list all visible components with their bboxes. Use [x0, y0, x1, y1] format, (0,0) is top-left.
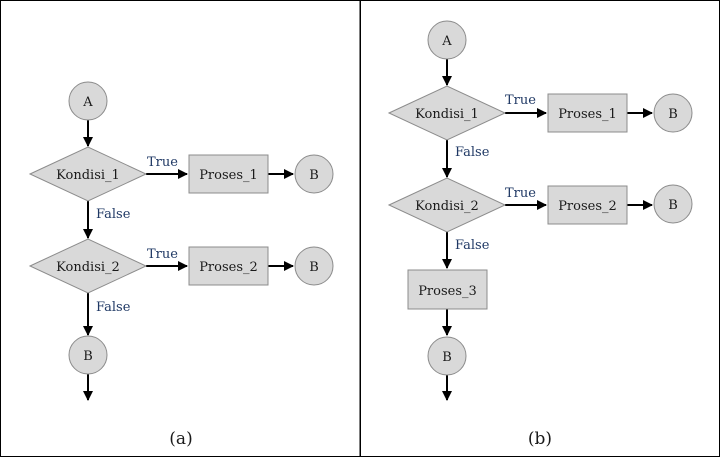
node-a-end2-label: B	[309, 260, 319, 275]
node-b-end1-label: B	[668, 107, 678, 122]
node-b-proc1-label: Proses_1	[558, 107, 617, 122]
node-a-start	[68, 81, 108, 121]
node-b-end2	[653, 184, 693, 224]
node-a-end2	[294, 246, 334, 286]
node-a-end1-label: B	[309, 168, 319, 183]
node-b-end1	[653, 93, 693, 133]
edge-label-a-false2: False	[96, 300, 131, 315]
panel-b: A Kondisi_1 Proses_1 B Kondisi_2 Proses_…	[387, 20, 693, 449]
node-b-start-label: A	[441, 34, 452, 49]
node-a-start-label: A	[82, 95, 93, 110]
node-a-proc2-label: Proses_2	[199, 260, 258, 275]
node-a-cond1	[28, 146, 148, 202]
edge-label-b-false1: False	[455, 145, 490, 160]
node-b-cond2	[387, 177, 507, 233]
node-b-proc3-label: Proses_3	[418, 284, 477, 299]
node-a-end3-label: B	[83, 349, 93, 364]
node-b-end2-label: B	[668, 198, 678, 213]
node-a-end3	[68, 335, 108, 375]
edge-label-b-false2: False	[455, 238, 490, 253]
caption-a: (a)	[169, 429, 192, 449]
node-b-start	[427, 20, 467, 60]
node-b-cond2-label: Kondisi_2	[415, 199, 479, 214]
panel-b-frame	[360, 0, 720, 457]
edge-label-b-true1: True	[505, 93, 536, 108]
node-b-proc1	[547, 93, 628, 133]
node-a-proc1-label: Proses_1	[199, 168, 258, 183]
node-b-end3	[427, 336, 467, 376]
panel-a: A Kondisi_1 Proses_1 B Kondisi_2 Proses_…	[28, 81, 334, 449]
node-a-cond1-label: Kondisi_1	[56, 168, 120, 183]
node-a-cond2	[28, 238, 148, 294]
edge-label-a-true2: True	[147, 247, 178, 262]
node-a-proc1	[188, 154, 269, 194]
node-b-proc2-label: Proses_2	[558, 199, 617, 214]
edge-label-a-true1: True	[147, 155, 178, 170]
node-b-proc2	[547, 185, 628, 225]
panel-a-frame	[0, 0, 361, 457]
node-a-end1	[294, 154, 334, 194]
node-b-end3-label: B	[442, 350, 452, 365]
node-a-cond2-label: Kondisi_2	[56, 260, 120, 275]
edge-label-b-true2: True	[505, 186, 536, 201]
node-a-proc2	[188, 246, 269, 286]
node-b-cond1	[387, 85, 507, 141]
node-b-proc3	[407, 269, 488, 310]
caption-b: (b)	[528, 429, 552, 449]
node-b-cond1-label: Kondisi_1	[415, 107, 479, 122]
edge-label-a-false1: False	[96, 207, 131, 222]
